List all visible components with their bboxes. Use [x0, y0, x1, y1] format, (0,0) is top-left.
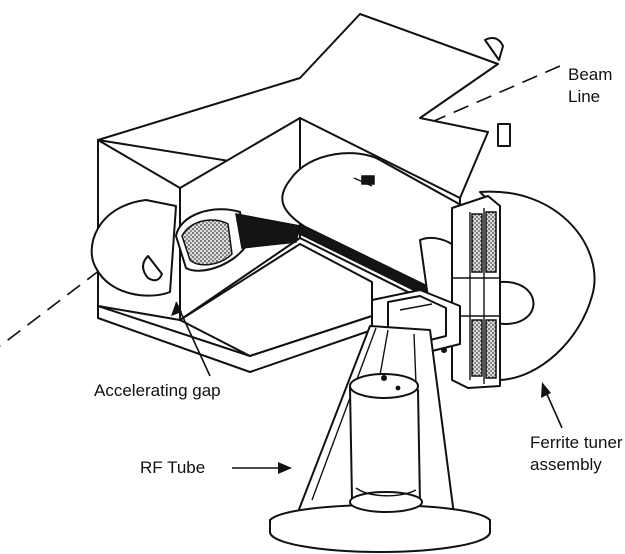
pointer-arrows [171, 301, 563, 474]
beam-line-label: Beam Line [568, 65, 613, 106]
rf-tube-assembly [269, 325, 491, 553]
drift-tube [175, 152, 471, 314]
beam-line-axis [0, 65, 561, 347]
ferrite-tuner-body [451, 195, 501, 389]
left-end-cap [90, 199, 177, 297]
ferrite-tuner-label: Ferrite tuner assembly [530, 433, 623, 474]
rf-tube-label: RF Tube [140, 458, 206, 477]
accelerating-gap-label: Accelerating gap [94, 381, 221, 400]
